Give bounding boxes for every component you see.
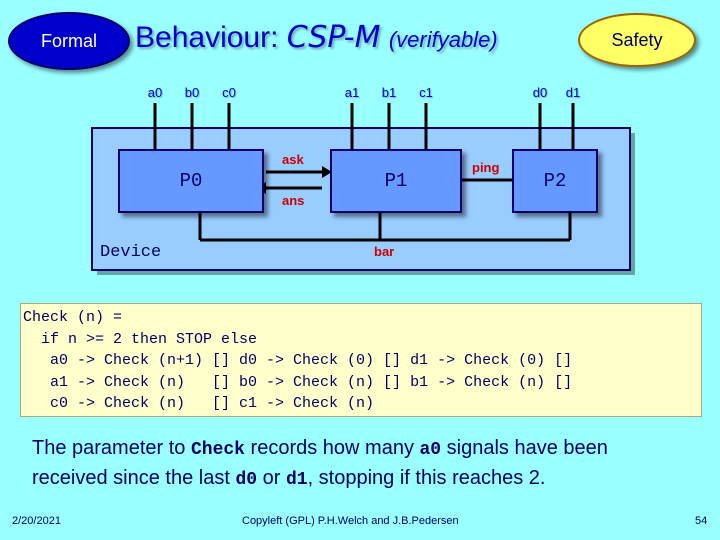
label-bar: bar <box>374 244 395 259</box>
footer-date: 2/20/2021 <box>12 515 61 527</box>
caption-code-d1: d1 <box>285 470 308 490</box>
code-line-4: a1 -> Check (n) [] b0 -> Check (n) [] b1… <box>23 373 573 391</box>
csp-code-block: Check (n) = if n >= 2 then STOP else a0 … <box>20 303 702 417</box>
code-text: Check (n) = if n >= 2 then STOP else a0 … <box>21 304 701 415</box>
label-ans: ans <box>282 193 305 208</box>
device-label: Device <box>100 243 162 262</box>
code-line-2: if n >= 2 then STOP else <box>23 330 258 348</box>
code-line-3: a0 -> Check (n+1) [] d0 -> Check (0) [] … <box>23 352 573 369</box>
process-p0: P0 <box>118 149 264 213</box>
label-a1: a1 <box>344 85 360 100</box>
footer-page-number: 54 <box>695 515 708 527</box>
label-b0: b0 <box>184 85 200 100</box>
label-c0: c0 <box>222 85 236 100</box>
p0-label: P0 <box>179 170 203 192</box>
safety-badge: Safety <box>578 13 696 67</box>
caption-text: , stopping if this reaches 2. <box>307 467 546 489</box>
title-sub: (verifyable) <box>388 27 498 52</box>
caption-code-check: Check <box>190 440 245 460</box>
slide-title: Behaviour: CSP-M (verifyable) <box>135 20 498 55</box>
label-b1: b1 <box>381 85 397 100</box>
safety-label: Safety <box>611 29 663 50</box>
p2-label: P2 <box>543 170 567 192</box>
caption-text: records how many <box>244 437 420 459</box>
caption-text: received since the last <box>32 467 236 489</box>
caption: The parameter to Check records how many … <box>32 434 712 494</box>
formal-badge: Formal <box>8 12 130 70</box>
label-d1: d1 <box>565 85 581 100</box>
title-csp: CSP-M <box>286 20 381 55</box>
process-p1: P1 <box>330 149 462 213</box>
label-c1: c1 <box>419 85 433 100</box>
caption-code-d0: d0 <box>235 470 258 490</box>
caption-code-a0: a0 <box>419 440 442 460</box>
code-line-1: Check (n) = <box>23 309 123 326</box>
process-p2: P2 <box>512 149 598 213</box>
label-ask: ask <box>282 152 304 167</box>
label-ping: ping <box>472 160 500 175</box>
formal-label: Formal <box>40 30 97 51</box>
code-line-5: c0 -> Check (n) [] c1 -> Check (n) <box>23 395 375 412</box>
p1-label: P1 <box>384 170 408 192</box>
footer-copyright: Copyleft (GPL) P.H.Welch and J.B.Pederse… <box>242 515 459 527</box>
arrow-ask <box>322 166 332 178</box>
caption-text: The parameter to <box>32 437 191 459</box>
caption-text: or <box>257 467 286 489</box>
label-d0: d0 <box>532 85 548 100</box>
label-a0: a0 <box>147 85 163 100</box>
caption-text: signals have been <box>441 437 608 459</box>
title-main: Behaviour: <box>135 21 287 54</box>
